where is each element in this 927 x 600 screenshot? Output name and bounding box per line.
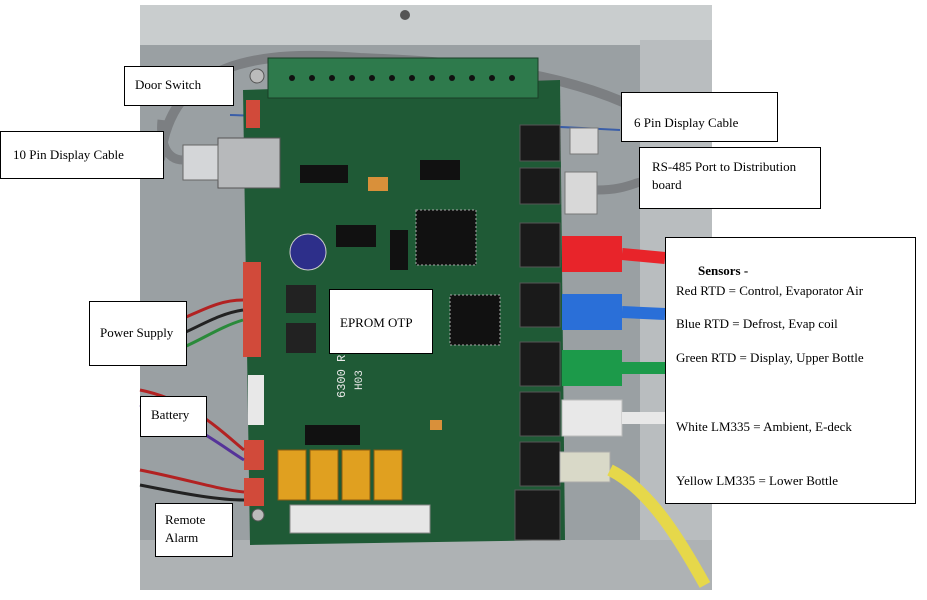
ten-pin-display-cable-label: 10 Pin Display Cable [0,131,164,179]
eprom-label: EPROM OTP [329,289,433,354]
ic-chip [415,209,477,266]
rs485-port-text-line1: RS-485 Port to Distribution [652,159,797,174]
battery-text: Battery [151,407,190,422]
remote-alarm-label: Remote Alarm [155,503,233,557]
enclosure-screw [400,10,410,20]
sensor-white: White LM335 = Ambient, E-deck [676,419,852,434]
red-sensor-cable [621,248,666,264]
ten-pin-connector [217,137,281,189]
power-regulator [286,323,316,353]
ic-chip [420,160,460,180]
six-pin-plug [569,127,599,155]
rj-jacks [514,124,561,541]
eprom-text: EPROM OTP [340,315,413,330]
blue-sensor-cable [621,306,666,320]
six-pin-display-cable-label: 6 Pin Display Cable [621,92,778,142]
terminal-holes [289,75,515,81]
sensor-blue: Blue RTD = Defrost, Evap coil [676,316,838,331]
enclosure-bottom-panel [140,540,712,590]
ic-chip [305,425,360,445]
sensors-label: Sensors - Red RTD = Control, Evaporator … [665,237,916,504]
ic-chip [449,294,501,346]
remote-alarm-text-line1: Remote [165,512,206,527]
terminal-strip-top [267,57,539,99]
sensor-red: Red RTD = Control, Evaporator Air [676,283,864,298]
door-switch-text: Door Switch [135,77,202,92]
relays [277,449,403,501]
enclosure-top-panel [140,5,712,45]
power-supply-label: Power Supply [89,301,187,366]
green-sensor-plug [562,350,622,386]
board-silkscreen-1: 6300 R01 [335,340,349,398]
sensors-title: Sensors - [698,263,749,278]
white-sensor-plug [561,399,623,437]
remote-alarm-text-line2: Alarm [165,530,199,545]
component-orange [368,177,388,191]
yellow-sensor-plug [559,451,611,483]
ic-chip [390,230,408,270]
pcb-mount-screw [249,68,265,84]
rs485-port-label: RS-485 Port to Distribution board [639,147,821,209]
power-regulator [286,285,316,313]
power-supply-text: Power Supply [100,325,174,340]
rs485-plug [564,171,598,215]
blue-sensor-plug [562,294,622,330]
ic-chip [300,165,348,183]
gray-cable-left [157,119,184,165]
battery-plug [244,440,264,470]
red-sensor-plug [562,236,622,272]
door-switch-label: Door Switch [124,66,234,106]
battery-connector [248,375,264,425]
ic-chip [336,225,376,247]
remote-alarm-connector [244,478,264,506]
yellow-sensor-cable [607,464,711,588]
sensor-green: Green RTD = Display, Upper Bottle [676,350,864,365]
ten-pin-display-cable-text: 10 Pin Display Cable [13,147,124,162]
component-orange [430,420,442,430]
board-silkscreen-2: H03 [354,370,366,390]
terminal-strip-bottom [289,504,431,534]
rs485-port-text-line2: board [652,177,682,192]
capacitor [289,233,327,271]
ten-pin-plug [182,144,219,181]
battery-label: Battery [140,396,207,437]
sensor-yellow: Yellow LM335 = Lower Bottle [676,473,839,488]
pcb-mount-screw [251,508,265,522]
door-switch-connector [246,100,260,128]
power-supply-connector [243,262,261,357]
six-pin-display-cable-text: 6 Pin Display Cable [634,115,739,130]
rs485-cable [596,177,642,195]
